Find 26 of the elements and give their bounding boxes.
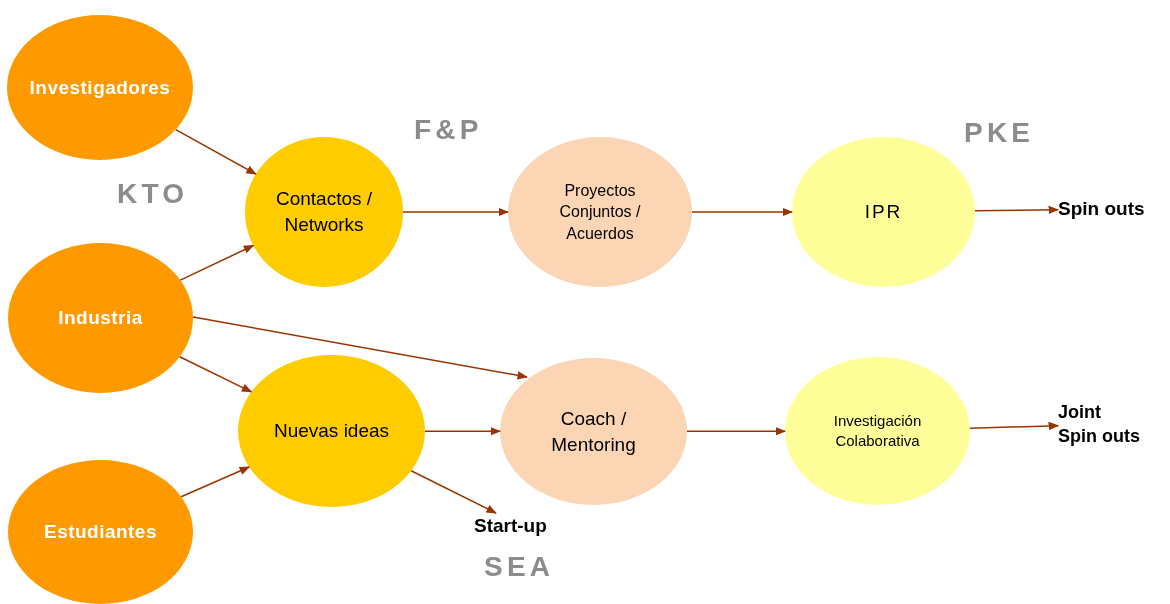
section-label: SEA [484,553,555,581]
ellipse-node: Industria [8,243,193,393]
ellipse-node: Proyectos Conjuntos / Acuerdos [508,137,692,287]
ellipse-node: Investigadores [7,15,193,160]
arrow [174,128,257,175]
arrow [402,207,510,217]
section-label: KTO [117,180,189,208]
result-text: Joint Spin outs [1058,396,1170,452]
ellipse-node: Coach / Mentoring [500,358,687,505]
arrow [192,316,529,380]
result-text: Start-up [474,513,570,539]
arrow [178,356,253,393]
ellipse-node: Estudiantes [8,460,193,604]
arrow [686,427,787,436]
arrow [974,205,1060,215]
arrow [969,421,1060,431]
result-text: Spin outs [1058,197,1168,221]
arrow [410,470,497,514]
arrow [424,427,502,436]
arrow [180,466,251,498]
ellipse-node: Nuevas ideas [238,355,425,507]
arrow [179,244,255,281]
section-label: F&P [414,116,483,144]
arrow [691,207,794,217]
ellipse-node: Investigación Colaborativa [785,357,970,505]
ellipse-node: Contactos / Networks [245,137,403,287]
